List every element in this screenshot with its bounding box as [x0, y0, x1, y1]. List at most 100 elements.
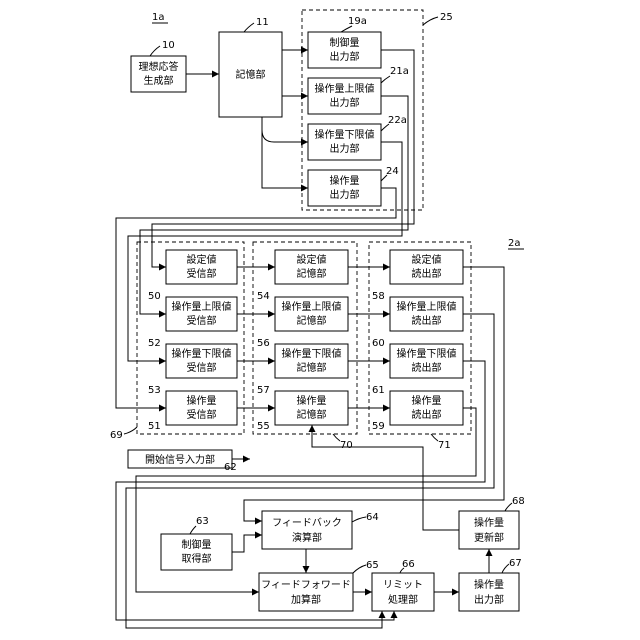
block-ideal-response: 理想応答 生成部: [131, 56, 186, 92]
svg-text:設定値: 設定値: [297, 253, 327, 266]
block-storage-num: 11: [256, 17, 269, 28]
svg-text:出力部: 出力部: [330, 142, 360, 155]
leader-22a: [381, 124, 389, 131]
svg-text:開始信号入力部: 開始信号入力部: [145, 453, 215, 466]
block-setpoint-store-num: 54: [257, 291, 270, 302]
svg-text:出力部: 出力部: [330, 50, 360, 63]
group-71-leader: [431, 434, 438, 441]
group-71-num: 71: [438, 440, 451, 451]
svg-text:操作量上限値: 操作量上限値: [172, 300, 232, 313]
svg-text:操作量下限値: 操作量下限値: [397, 347, 457, 360]
svg-text:処理部: 処理部: [388, 593, 418, 606]
block-mv-upper-store: 操作量上限値 記憶部: [275, 297, 348, 331]
svg-text:受信部: 受信部: [187, 361, 217, 374]
block-mv-receive-num: 51: [148, 421, 161, 432]
block-setpoint-receive: 設定値 受信部: [166, 250, 237, 284]
block-mv-upper-read-num: 60: [372, 338, 385, 349]
group-25-leader: [423, 17, 438, 25]
block-mv-lower-read-num: 61: [372, 385, 385, 396]
svg-text:出力部: 出力部: [330, 188, 360, 201]
block-start-signal-num: 62: [224, 462, 237, 473]
group-25-num: 25: [440, 12, 453, 23]
block-control-output-num: 19a: [348, 16, 367, 27]
leader-24: [381, 175, 387, 181]
block-feedforward-add: フィードフォワード 加算部: [259, 573, 353, 611]
block-feedforward-add-num: 65: [366, 560, 379, 571]
ref-2a: 2a: [508, 238, 521, 249]
block-mv-lower-read: 操作量下限値 読出部: [390, 344, 463, 378]
group-70-leader: [333, 434, 340, 441]
block-limit-process: リミット 処理部: [372, 573, 434, 611]
svg-text:フィードバック: フィードバック: [272, 517, 342, 529]
svg-text:操作量: 操作量: [412, 394, 442, 407]
group-70-num: 70: [340, 440, 353, 451]
leader-11: [244, 23, 254, 32]
svg-text:読出部: 読出部: [412, 408, 442, 421]
svg-text:受信部: 受信部: [187, 314, 217, 327]
svg-text:操作量: 操作量: [297, 394, 327, 407]
svg-text:操作量: 操作量: [474, 516, 504, 529]
block-mv-receive: 操作量 受信部: [166, 391, 237, 425]
block-mv-lower-receive-num: 53: [148, 385, 161, 396]
block-mv-update: 操作量 更新部: [459, 511, 519, 549]
block-mv-upper-read: 操作量上限値 読出部: [390, 297, 463, 331]
block-mv-output2-num: 67: [509, 558, 522, 569]
block-mv-lower-receive: 操作量下限値 受信部: [166, 344, 237, 378]
svg-text:操作量: 操作量: [187, 394, 217, 407]
block-mv-output: 操作量 出力部: [308, 170, 381, 206]
svg-text:操作量上限値: 操作量上限値: [397, 300, 457, 313]
svg-text:操作量: 操作量: [474, 578, 504, 591]
svg-text:理想応答: 理想応答: [139, 60, 179, 73]
group-69-leader: [124, 427, 137, 434]
svg-text:フィードフォワード: フィードフォワード: [261, 580, 351, 591]
leader-64: [352, 517, 366, 522]
leader-19a: [341, 26, 352, 32]
block-setpoint-read-num: 58: [372, 291, 385, 302]
block-mv-store-num: 55: [257, 421, 270, 432]
svg-text:演算部: 演算部: [292, 531, 322, 544]
block-ideal-response-num: 10: [162, 40, 175, 51]
block-mv-output2: 操作量 出力部: [459, 573, 519, 611]
svg-text:操作量下限値: 操作量下限値: [172, 347, 232, 360]
block-setpoint-store: 設定値 記憶部: [275, 250, 348, 284]
block-setpoint-read: 設定値 読出部: [390, 250, 463, 284]
svg-text:制御量: 制御量: [182, 538, 212, 551]
svg-text:出力部: 出力部: [330, 96, 360, 109]
block-cv-acquire-num: 63: [196, 516, 209, 527]
block-mv-upper-receive: 操作量上限値 受信部: [166, 297, 237, 331]
svg-text:操作量上限値: 操作量上限値: [315, 82, 375, 95]
svg-text:制御量: 制御量: [330, 36, 360, 49]
group-69-num: 69: [110, 430, 123, 441]
svg-text:受信部: 受信部: [187, 267, 217, 280]
block-mv-update-num: 68: [512, 496, 525, 507]
ref-1a: 1a: [152, 12, 165, 23]
svg-text:設定値: 設定値: [412, 253, 442, 266]
leader-10: [150, 46, 160, 56]
block-mv-upper-store-num: 56: [257, 338, 270, 349]
svg-text:リミット: リミット: [383, 580, 423, 591]
svg-text:出力部: 出力部: [474, 593, 504, 606]
svg-text:生成部: 生成部: [144, 74, 174, 87]
block-mv-output-num: 24: [386, 166, 399, 177]
svg-text:操作量下限値: 操作量下限値: [315, 128, 375, 141]
block-mv-upper-output: 操作量上限値 出力部: [308, 78, 381, 114]
block-feedback-calc-num: 64: [366, 512, 379, 523]
svg-text:更新部: 更新部: [474, 531, 504, 544]
block-mv-upper-receive-num: 52: [148, 338, 161, 349]
block-mv-store: 操作量 記憶部: [275, 391, 348, 425]
svg-text:読出部: 読出部: [412, 361, 442, 374]
block-cv-acquire: 制御量 取得部: [161, 534, 232, 570]
leader-63: [190, 526, 196, 534]
block-feedback-calc: フィードバック 演算部: [262, 511, 352, 549]
arrow-11-to-24: [262, 117, 308, 188]
svg-text:記憶部: 記憶部: [297, 408, 327, 421]
leader-65: [353, 565, 366, 573]
svg-text:読出部: 読出部: [412, 314, 442, 327]
svg-text:記憶部: 記憶部: [236, 68, 266, 81]
block-mv-lower-store-num: 57: [257, 385, 270, 396]
block-mv-lower-output-num: 22a: [388, 115, 407, 126]
svg-text:記憶部: 記憶部: [297, 314, 327, 327]
block-mv-read-num: 59: [372, 421, 385, 432]
leader-67: [502, 564, 509, 573]
